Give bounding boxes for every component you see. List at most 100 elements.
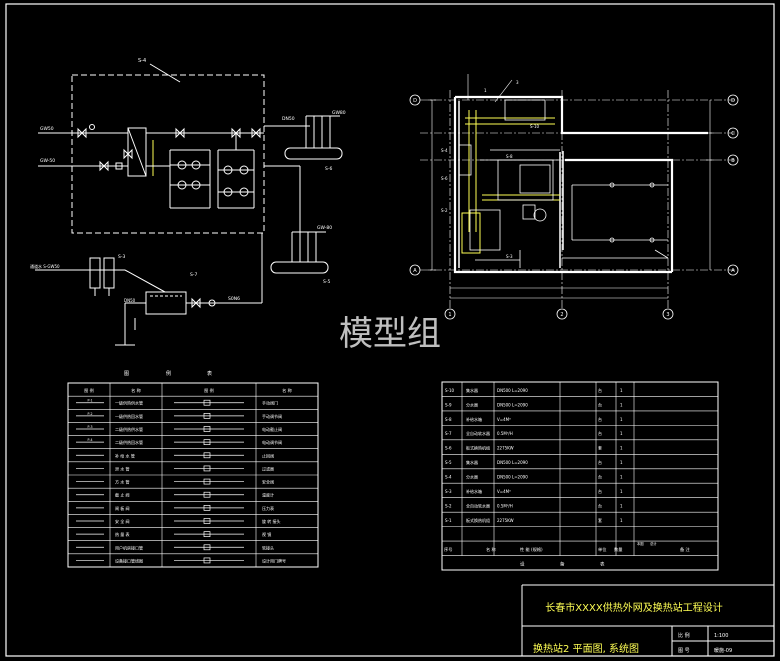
plan-axis-lines [420, 90, 735, 310]
legend-grid [68, 383, 318, 567]
equip-cell: 台 [598, 430, 602, 436]
equip-cell: 集水器 [466, 387, 478, 393]
legend-name-left: 安 全 阀 [115, 518, 130, 524]
plan-wall-inner [458, 101, 564, 268]
tag-makeup-water: 通道水 S-GW50 [30, 263, 60, 269]
project-title: 长春市XXXX供热外网及换热站工程设计 [545, 601, 722, 614]
legend-name-right: 压力表 [262, 505, 274, 511]
equip-cell: S-6 [445, 446, 452, 451]
header-branches-top [305, 115, 340, 148]
softener-to-tank [124, 269, 166, 293]
distributor-header-top [284, 147, 343, 160]
legend-valve-symbol [203, 452, 211, 459]
equip-cell: 全自动软水器 [466, 430, 490, 436]
plan-tag-s10: S-10 [530, 124, 540, 129]
legend-title-3: 表 [207, 370, 212, 377]
legend-name-right: 视 镜 [262, 531, 271, 537]
equip-cell: 台 [598, 488, 602, 494]
plan-tag-3: 3 [516, 80, 519, 85]
equip-cell: 1 [620, 460, 623, 465]
equip-cell: S-3 [445, 489, 452, 494]
legend-valve-symbol [203, 426, 211, 432]
axis-right-a: A [731, 268, 735, 274]
legend-name-right: 安全阀 [262, 479, 274, 485]
drawing-no-label: 图 号 [678, 648, 690, 654]
plan-tag-s2: S-2 [441, 208, 448, 213]
tank-outlet-valves [115, 297, 216, 346]
equip-header: 序号 [444, 546, 452, 553]
plan-tag-s8: S-8 [506, 154, 513, 159]
drawing-frame [5, 3, 775, 657]
equip-cell: DN500 L=2090 [497, 402, 528, 407]
equip-cell: DN500 L=2090 [497, 475, 528, 480]
equip-cell: S-2 [445, 504, 452, 509]
legend-valve-symbol [203, 491, 211, 498]
equip-cell: S-9 [445, 402, 452, 407]
drawing-title: 换热站2 平面图, 系统图 [533, 642, 639, 655]
legend-valve-symbol [203, 557, 211, 564]
equip-cell: 套 [598, 517, 602, 523]
legend-valve-symbol [203, 399, 211, 406]
legend-symbol-code: P-1 [87, 399, 92, 403]
tag-gw80-top: GW80 [332, 110, 346, 116]
equip-cell: 1 [620, 518, 623, 523]
axis-right-c: C [731, 131, 735, 137]
legend-name-right: 温度计 [262, 492, 274, 498]
axis-bottom-3: 3 [666, 312, 669, 318]
legend-valve-symbol [203, 544, 211, 551]
plan-tag-s4: S-4 [441, 148, 448, 153]
heat-exchanger [127, 127, 147, 177]
legend-name-right: 设计用门牌号 [262, 557, 286, 563]
watermark: 模型组 [339, 314, 441, 354]
tag-gw-50: GW-50 [40, 158, 55, 164]
legend-valve-symbol [203, 478, 211, 485]
pump-bank [169, 133, 255, 209]
water-softener [89, 257, 115, 296]
equip-cell: 分水器 [466, 401, 478, 407]
legend-valve-symbol [203, 518, 211, 524]
tag-gw50: GW50 [40, 126, 54, 132]
scale-value: 1:100 [714, 633, 728, 639]
equip-cell: S-8 [445, 417, 452, 422]
equip-cell: 补给水箱 [466, 488, 482, 494]
legend-name-right: 过滤器 [262, 465, 274, 471]
equip-cell: 台 [598, 459, 602, 465]
equip-cell: 2275KW [497, 518, 514, 523]
tag-s5: S-5 [323, 279, 330, 285]
equip-cell: 台 [598, 474, 602, 480]
legend-name-right: 电动调节阀 [262, 439, 282, 445]
equip-cell: 0.5M³/H [497, 431, 513, 436]
plan-equipment-yellow [461, 110, 560, 254]
plan-equipment-white [458, 99, 669, 268]
equip-cell: DN500 L=2090 [497, 388, 528, 393]
axis-right-b: B [731, 158, 735, 164]
legend-valve-symbol [203, 413, 211, 419]
tag-dn50: DN50 [282, 116, 295, 122]
valve-group-left [77, 124, 133, 172]
equip-cell: 1 [620, 388, 623, 393]
plan-dimensions [428, 99, 714, 299]
legend-name-left: 用户机房接口管 [115, 544, 143, 550]
legend-title-2: 例 [166, 370, 171, 377]
legend-header: 名 称 [131, 387, 141, 394]
legend-symbol-code: P-2 [87, 412, 92, 416]
tag-s7: S-7 [190, 272, 197, 278]
legend-header: 图 例 [204, 387, 214, 394]
tag-s0n6: S0N6 [228, 296, 240, 302]
plan-walls [453, 95, 708, 274]
legend-title-1: 图 [124, 371, 129, 377]
equip-subheader: 本图 [637, 541, 644, 546]
equip-cell: S-7 [445, 431, 452, 436]
equip-cell: 0.5M³/H [497, 504, 513, 509]
scale-label: 比 例 [678, 632, 690, 639]
equip-header: 备 注 [680, 546, 691, 553]
equip-cell: V=4M³ [497, 489, 511, 494]
equip-cell: 1 [620, 446, 623, 451]
equip-cell: 台 [598, 503, 602, 509]
equip-header: 单位 [598, 546, 606, 553]
